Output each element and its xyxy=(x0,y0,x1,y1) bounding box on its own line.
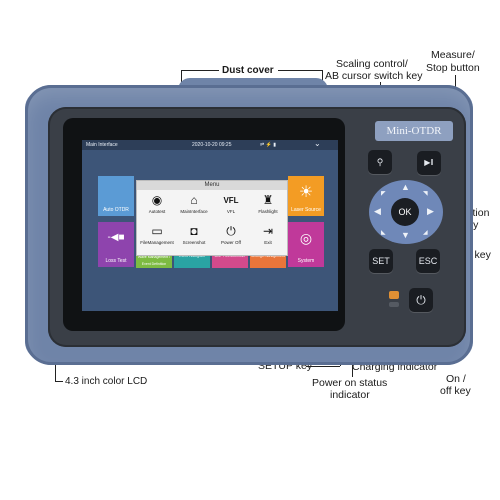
tile-bottom-2[interactable]: Event Histogram xyxy=(174,254,210,268)
tile-bottom-3[interactable]: DNF Free/Definitive xyxy=(212,254,248,268)
plug-icon: -◀■ xyxy=(107,232,125,243)
power-status-label-2: indicator xyxy=(330,389,370,401)
scaling-control-label-2: AB cursor switch key xyxy=(325,70,423,82)
setup-key-leader-bottom xyxy=(306,366,340,367)
menu-item-label: Exit xyxy=(264,240,272,245)
menu-item-label: Flashlight xyxy=(258,209,278,214)
dropdown-icon: ⌄ xyxy=(314,140,321,148)
arrow-downleft-icon: ◣ xyxy=(381,230,386,236)
scaling-control-key[interactable]: ⚲ xyxy=(368,150,392,174)
sun-icon: ☀ xyxy=(298,184,314,201)
menu-item-label: Power Off xyxy=(221,240,241,245)
lcd-leader-h xyxy=(55,381,63,382)
menu-item-filemanagement[interactable]: ▭ FileManagement xyxy=(139,223,175,253)
arrow-downright-icon: ◢ xyxy=(423,230,428,236)
dust-cover-label: Dust cover xyxy=(222,65,274,76)
menu-item-label: Autotest xyxy=(148,209,166,214)
measure-label-2: Stop button xyxy=(426,62,480,74)
arrow-up-icon[interactable]: ▲ xyxy=(401,182,410,192)
tile-system-label: System xyxy=(297,258,315,264)
exit-icon: ⇥ xyxy=(262,224,274,238)
menu-item-vfl[interactable]: VFL VFL xyxy=(213,192,249,222)
scaling-control-label-1: Scaling control/ xyxy=(336,58,408,70)
tile-light-source[interactable]: ☀ Laser Source xyxy=(288,176,324,216)
lcd-label: 4.3 inch color LCD xyxy=(65,376,148,387)
tile-light-source-label: Laser Source xyxy=(291,207,321,213)
status-time: 2020-10-20 09:25 xyxy=(192,142,232,148)
onoff-label-1: On / xyxy=(446,373,466,385)
status-title: Main Interface xyxy=(86,142,118,148)
menu-item-screenshot[interactable]: ◘ Screenshot xyxy=(176,223,212,253)
dust-cover-tick-right xyxy=(322,70,323,86)
power-icon: ⏻ xyxy=(226,224,236,238)
arrow-upright-icon: ◥ xyxy=(423,191,428,197)
tile-system[interactable]: ◎ System xyxy=(288,222,324,267)
folder-icon: ▭ xyxy=(151,224,163,238)
menu-item-label: Screenshot xyxy=(182,240,206,245)
arrow-right-icon[interactable]: ▶ xyxy=(427,206,434,216)
menu-item-label: VFL xyxy=(226,209,236,214)
dust-cover-leader-right xyxy=(278,70,323,71)
power-status-led xyxy=(389,302,399,307)
brand-label: Mini-OTDR xyxy=(375,121,453,141)
magnifier-icon: ⚲ xyxy=(376,157,384,167)
power-status-label-1: Power on status xyxy=(312,377,388,389)
tile-auto-otdr[interactable]: Auto OTDR xyxy=(98,176,134,216)
tile-loss-test-label: Loss Test xyxy=(105,258,127,264)
menu-item-label: FileManagement xyxy=(140,240,174,245)
camera-icon: ◘ xyxy=(190,224,198,238)
autotest-icon: ◉ xyxy=(151,193,163,207)
menu-item-exit[interactable]: ⇥ Exit xyxy=(250,223,286,253)
arrow-down-icon[interactable]: ▼ xyxy=(401,230,410,240)
tile-auto-otdr-label: Auto OTDR xyxy=(103,207,129,213)
tile-bottom-1[interactable]: Wave Management / Event Definition xyxy=(136,254,172,268)
tile-bottom-4[interactable]: Settings management xyxy=(250,254,286,268)
arrow-left-icon[interactable]: ◀ xyxy=(374,206,381,216)
status-bar: Main Interface 2020-10-20 09:25 ⇌ ⚡ ▮ ⌄ xyxy=(82,140,338,150)
setup-key[interactable]: SET xyxy=(369,249,393,273)
menu-item-label: MainInterface xyxy=(180,209,208,214)
menu-dialog: Menu ◉ Autotest ⌂ MainInterface VFL VFL … xyxy=(136,180,288,256)
lcd-screen: Main Interface 2020-10-20 09:25 ⇌ ⚡ ▮ ⌄ … xyxy=(82,140,338,311)
menu-item-maininterface[interactable]: ⌂ MainInterface xyxy=(176,192,212,222)
esc-key[interactable]: ESC xyxy=(416,249,440,273)
dust-cover-tick-left xyxy=(181,70,182,86)
vfl-icon: VFL xyxy=(223,196,239,205)
charging-led xyxy=(389,291,399,299)
ok-button[interactable]: OK xyxy=(391,198,419,226)
settings-icon: ◎ xyxy=(299,230,313,246)
measure-label-1: Measure/ xyxy=(431,49,475,61)
arrow-upleft-icon: ◤ xyxy=(381,191,386,197)
menu-item-flashlight[interactable]: ♜ Flashlight xyxy=(250,192,286,222)
menu-item-poweroff[interactable]: ⏻ Power Off xyxy=(213,223,249,253)
menu-title: Menu xyxy=(137,181,287,190)
flashlight-icon: ♜ xyxy=(262,193,274,207)
menu-item-autotest[interactable]: ◉ Autotest xyxy=(139,192,175,222)
power-button[interactable]: ⏻ xyxy=(409,288,433,312)
status-icons: ⇌ ⚡ ▮ xyxy=(260,142,276,148)
tile-loss-test[interactable]: -◀■ Loss Test xyxy=(98,222,134,267)
home-icon: ⌂ xyxy=(190,193,198,207)
measure-stop-button[interactable]: ▶‖ xyxy=(417,151,441,175)
dust-cover-leader xyxy=(181,70,219,71)
onoff-label-2: off key xyxy=(440,385,471,397)
